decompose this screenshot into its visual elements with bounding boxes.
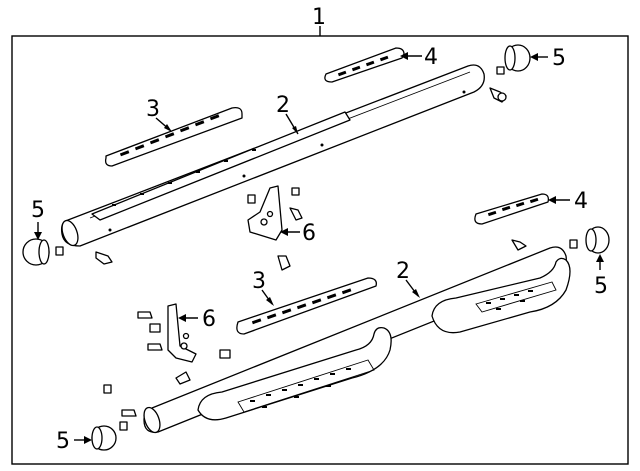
- upper-step-pad-short[interactable]: [324, 47, 405, 83]
- lower-step-bar[interactable]: [141, 246, 571, 435]
- fastener-top-right: [489, 66, 507, 103]
- assembly-frame: [11, 26, 629, 465]
- lower-step-pad-long[interactable]: [236, 277, 377, 335]
- callout-6-lower: 6: [202, 307, 216, 332]
- callout-2-upper: 2: [276, 93, 290, 118]
- callout-4-upper: 4: [424, 45, 438, 70]
- callout-leaders: [34, 52, 604, 444]
- lower-step-pad-short[interactable]: [474, 193, 550, 225]
- callout-2-lower: 2: [396, 259, 410, 284]
- upper-step-pad-long[interactable]: [104, 106, 243, 167]
- callout-5-right: 5: [594, 274, 608, 299]
- callout-5-bottom-left: 5: [56, 429, 70, 454]
- end-cap-bottom-left[interactable]: [91, 425, 117, 451]
- callout-5-left: 5: [31, 198, 45, 223]
- end-cap-right[interactable]: [511, 226, 610, 254]
- upper-step-bar[interactable]: [59, 64, 485, 248]
- callout-4-lower: 4: [574, 189, 588, 214]
- end-cap-top-right[interactable]: [504, 44, 531, 72]
- callout-3-upper: 3: [146, 97, 160, 122]
- callout-1: 1: [312, 5, 326, 30]
- callout-3-lower: 3: [252, 269, 266, 294]
- mounting-bracket-lower[interactable]: [103, 303, 231, 431]
- end-cap-left[interactable]: [22, 238, 113, 266]
- callout-5-top-right: 5: [552, 46, 566, 71]
- callout-6-upper: 6: [302, 221, 316, 246]
- mounting-bracket-upper[interactable]: [247, 185, 303, 271]
